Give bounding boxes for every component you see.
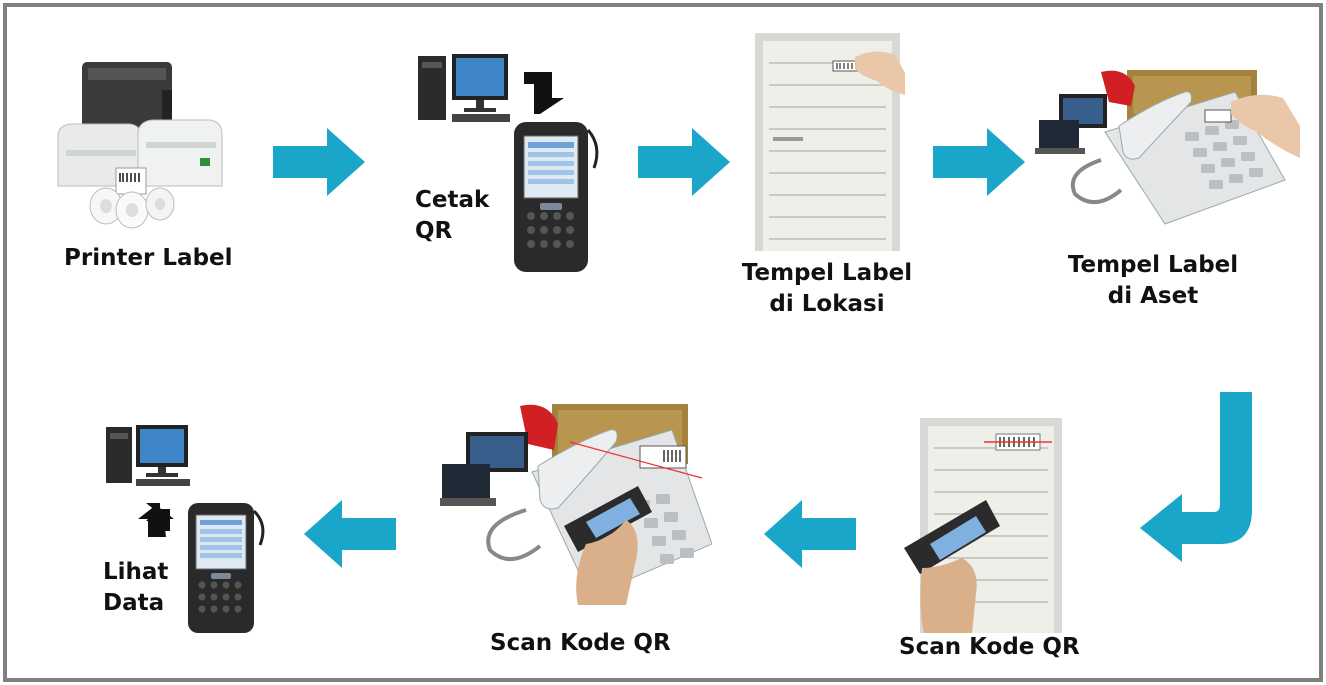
step-4-label-line1: Tempel Label [1067,252,1239,278]
step-7-label-line2: Data [103,590,165,616]
arrow-right-icon [933,128,1025,196]
label-printer-icon [50,58,240,233]
step-7-label-line1: Lihat [103,559,169,585]
scan-asset-label-icon [440,400,712,605]
arrow-left-icon [304,500,396,568]
computer-and-handheld-scanner-icon [416,50,616,275]
office-phone-with-label-icon [1035,62,1300,232]
step-3-label-line2: di Lokasi [769,291,885,317]
handheld-to-computer-icon [104,425,274,635]
step-6-label: Scan Kode QR [490,630,671,656]
step-4-label-line2: di Aset [1107,283,1199,309]
return-arrow-icon [1140,392,1258,562]
arrow-left-icon [764,500,856,568]
arrow-right-icon [273,128,365,196]
scan-door-label-icon [900,418,1065,633]
step-5-label: Scan Kode QR [899,634,1080,660]
step-1-label: Printer Label [64,245,233,271]
step-2-label-line1: Cetak [415,187,490,213]
door-with-label-icon [755,33,905,251]
step-3-label-line1: Tempel Label [741,260,913,286]
arrow-right-icon [638,128,730,196]
step-2-label-line2: QR [415,218,453,244]
